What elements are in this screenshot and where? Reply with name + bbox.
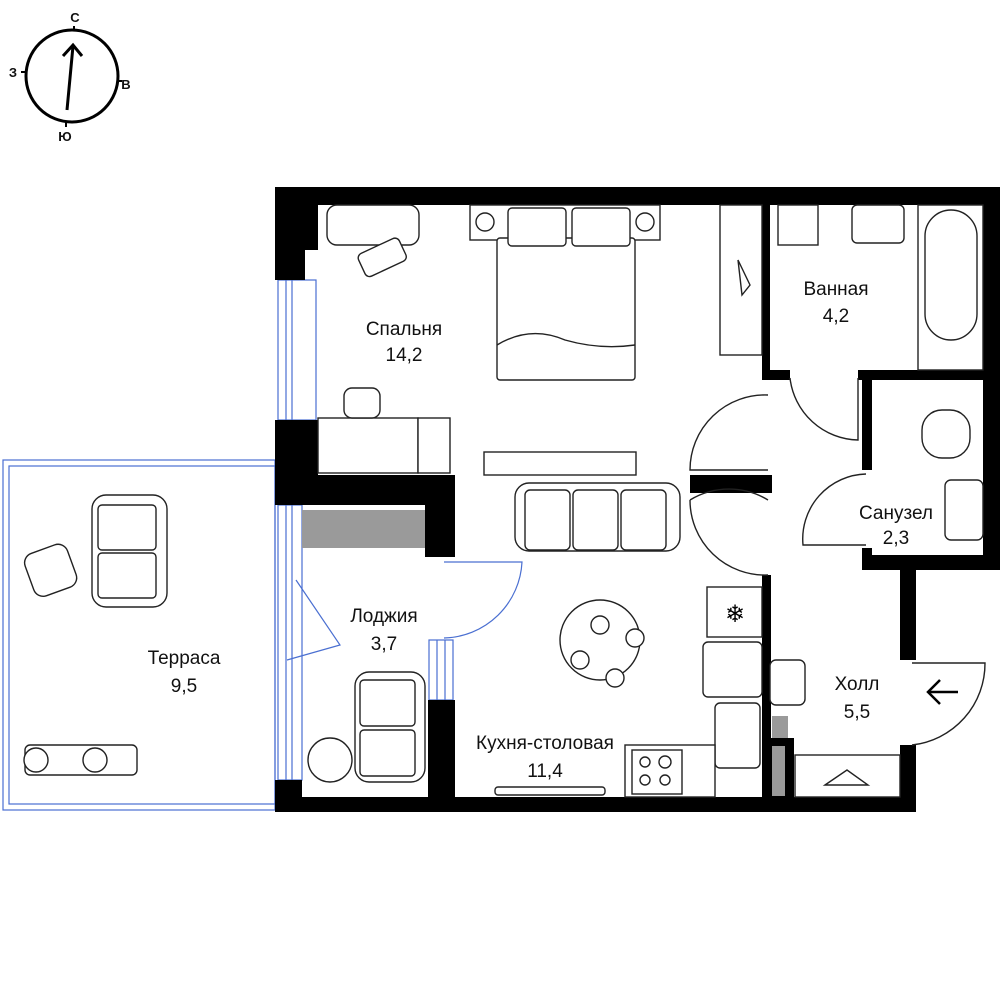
loggia-door: [443, 561, 523, 639]
room-labels: Спальня 14,2 Ванная 4,2 Санузел 2,3 Лодж…: [148, 279, 933, 782]
dishwasher: [702, 641, 763, 698]
desk: [326, 204, 420, 246]
bathroom-door: [789, 377, 859, 441]
north-arrow-icon: [65, 45, 75, 111]
hanger-icon: [737, 259, 751, 297]
entrance-door: [911, 662, 986, 746]
room-area-kitchen: 11,4: [527, 761, 563, 782]
room-area-bathroom: 4,2: [823, 306, 849, 327]
room-name-wc: Санузел: [859, 503, 933, 524]
pillow: [571, 207, 631, 247]
room-area-loggia: 3,7: [371, 634, 397, 655]
kitchen-sink: [714, 702, 761, 769]
room-area-hall: 5,5: [844, 702, 870, 723]
room-name-hall: Холл: [835, 674, 880, 695]
room-name-loggia: Лоджия: [350, 606, 417, 627]
bedroom-furniture: [317, 204, 763, 476]
bedroom-door: [689, 394, 769, 471]
room-area-bedroom: 14,2: [386, 345, 423, 366]
room-name-terrace: Терраса: [148, 648, 221, 669]
loggia-window-door: [286, 579, 341, 661]
bed: [496, 237, 636, 381]
shelf: [417, 417, 451, 474]
office-chair: [343, 387, 381, 419]
column: [302, 510, 425, 548]
snowflake-icon: ❄: [725, 601, 745, 628]
room-area-terrace: 9,5: [171, 676, 197, 697]
wardrobe: [719, 204, 763, 356]
doors: [689, 377, 986, 746]
room-name-bathroom: Ванная: [803, 279, 868, 300]
washing-machine-icon: [777, 204, 819, 246]
compass-east-label: В: [121, 77, 130, 92]
hall-wardrobe: [794, 754, 901, 798]
compass-south-label: Ю: [58, 129, 71, 144]
compass-north-label: С: [70, 10, 80, 25]
room-name-bedroom: Спальня: [366, 319, 442, 340]
bathtub: [924, 209, 978, 341]
sink: [851, 204, 905, 244]
outdoor-furniture: [23, 494, 426, 783]
stove: [631, 749, 683, 795]
shoe-rack: [769, 659, 806, 706]
compass: С В Ю З: [9, 10, 131, 144]
entrance-arrow-icon: [926, 679, 958, 705]
compass-ring: [24, 28, 120, 124]
wc-door: [802, 473, 867, 546]
terrace-outline: [2, 459, 276, 811]
fridge: [706, 586, 763, 638]
tv: [494, 786, 606, 796]
chair: [357, 237, 407, 278]
toilet: [921, 409, 971, 459]
side-table: [307, 737, 353, 783]
lamp-icon: [475, 212, 495, 232]
kitchen-furniture: ❄: [494, 482, 901, 798]
walls: [275, 187, 1000, 812]
room-name-kitchen: Кухня-столовая: [476, 733, 614, 754]
compass-west-label: З: [9, 65, 17, 80]
tv-stand: [483, 451, 637, 476]
work-desk: [317, 417, 419, 474]
wc-sink: [944, 479, 984, 541]
kitchen-door: [689, 488, 769, 576]
bathroom-fixtures: [777, 204, 984, 541]
pouf: [23, 543, 78, 598]
room-area-wc: 2,3: [883, 528, 909, 549]
hanger-icon: [822, 769, 871, 786]
lamp-icon: [635, 212, 655, 232]
pillow: [507, 207, 567, 247]
